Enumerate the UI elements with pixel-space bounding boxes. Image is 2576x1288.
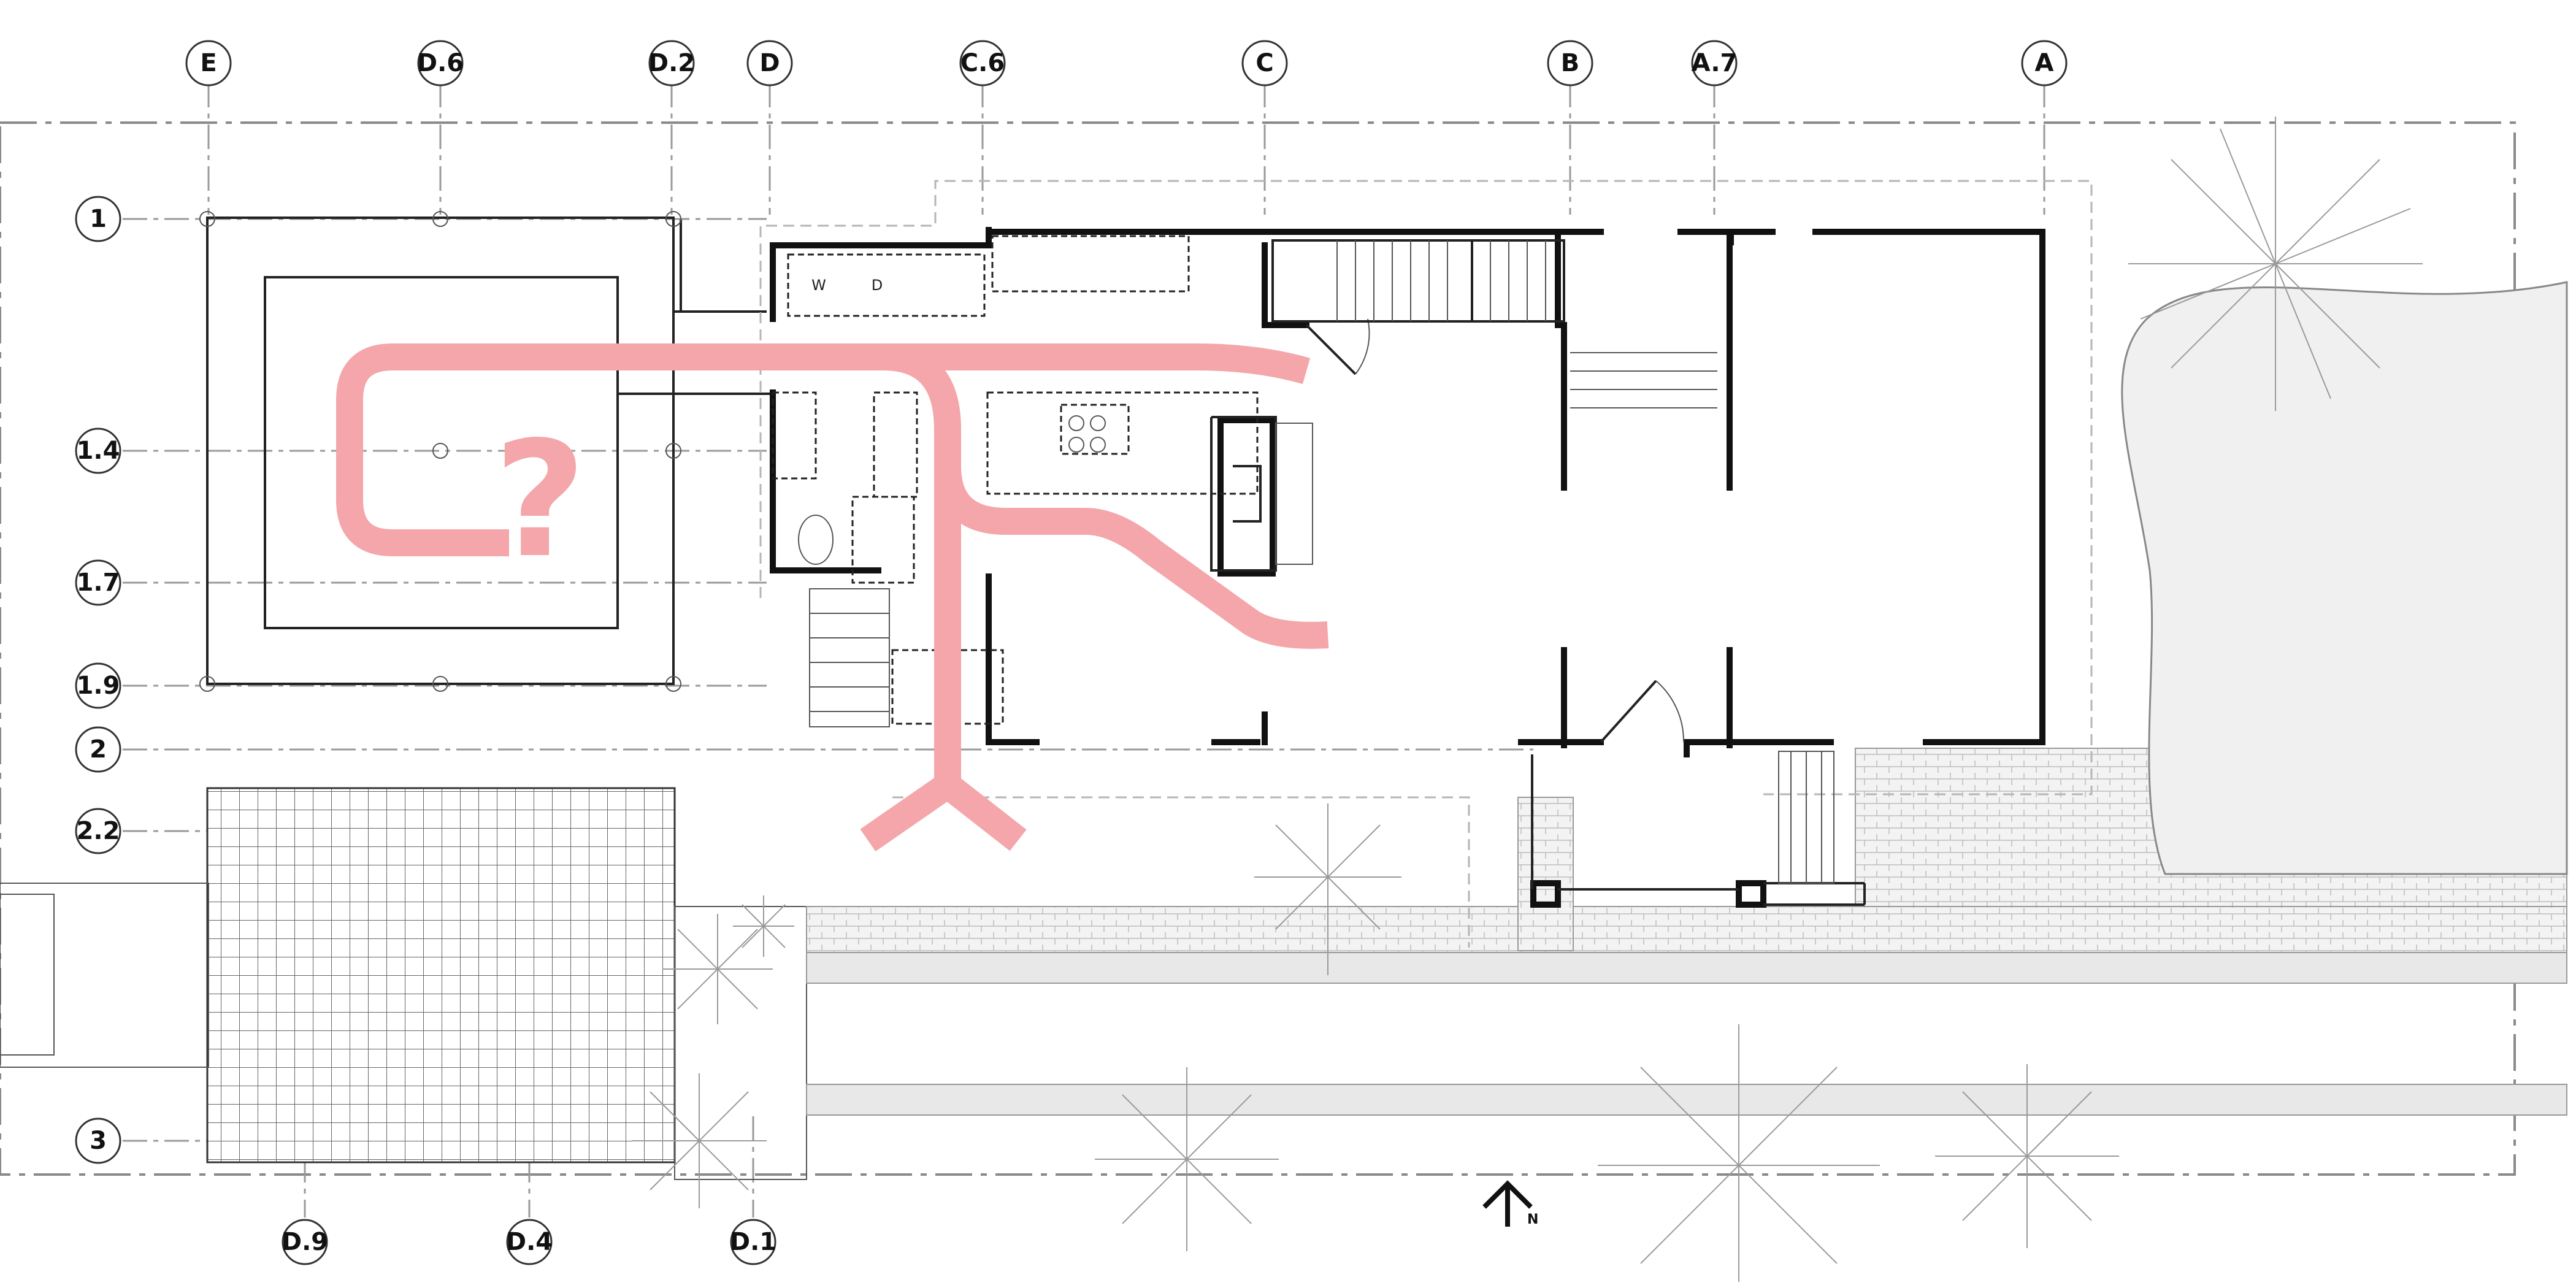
grid-bubble-D1: D.1: [730, 1219, 776, 1265]
north-label: N: [1527, 1212, 1538, 1227]
tree-icon: [733, 895, 794, 957]
tree-icon: [1254, 803, 1401, 975]
tree-icon: [632, 1073, 767, 1208]
svg-text:C.6: C.6: [960, 49, 1005, 77]
grid-bubble-2: 2: [75, 726, 121, 773]
grid-bubble-A7: A.7: [1691, 40, 1738, 86]
neighbor-structure: [0, 883, 209, 1068]
svg-text:A: A: [2035, 49, 2054, 77]
existing-outline: [759, 180, 2093, 948]
house-walls: [770, 227, 2045, 908]
svg-text:C: C: [1255, 49, 1273, 77]
svg-text:1.9: 1.9: [77, 672, 120, 700]
grid-bubble-3: 3: [75, 1117, 121, 1164]
grid-bubble-D2: D.2: [648, 40, 695, 86]
svg-text:2: 2: [90, 735, 107, 764]
kitchen-fixtures: [772, 235, 1259, 725]
column-grid-lines: [207, 83, 2045, 1217]
svg-text:1.7: 1.7: [77, 569, 120, 597]
grid-bubble-1-7: 1.7: [75, 559, 121, 606]
svg-text:D.4: D.4: [506, 1228, 553, 1256]
svg-text:E: E: [200, 49, 217, 77]
grid-bubble-D9: D.9: [282, 1219, 328, 1265]
grid-bubble-1-9: 1.9: [75, 662, 121, 709]
svg-text:D.6: D.6: [417, 49, 464, 77]
grid-bubble-C6: C.6: [959, 40, 1006, 86]
svg-text:B: B: [1561, 49, 1580, 77]
grid-bubble-1-4: 1.4: [75, 427, 121, 474]
grid-bubble-2-2: 2.2: [75, 808, 121, 854]
svg-text:D.1: D.1: [730, 1228, 776, 1256]
svg-text:A.7: A.7: [1692, 49, 1738, 77]
grid-bubble-D6: D.6: [417, 40, 464, 86]
tree-icon: [1598, 1024, 1880, 1282]
tree-icon: [1935, 1064, 2119, 1248]
grid-bubble-C: C: [1241, 40, 1288, 86]
lawn-area: [2121, 281, 2568, 875]
grid-bubble-D4: D.4: [506, 1219, 553, 1265]
fireplace: [1210, 416, 1313, 572]
grid-bubble-D: D: [746, 40, 793, 86]
tree-icon: [2128, 117, 2423, 411]
svg-text:2.2: 2.2: [77, 817, 120, 845]
tree-icon: [1095, 1067, 1279, 1251]
circulation-path: [336, 343, 1329, 852]
svg-text:3: 3: [90, 1127, 107, 1155]
grid-bubble-A: A: [2021, 40, 2068, 86]
rear-deck: [199, 211, 770, 692]
question-mark: ?: [494, 408, 586, 593]
washer-label: W: [811, 277, 826, 294]
north-arrow-icon: N: [1482, 1180, 1538, 1227]
svg-text:D: D: [759, 49, 780, 77]
grid-bubble-1: 1: [75, 196, 121, 242]
svg-text:D.2: D.2: [648, 49, 695, 77]
doors: [1305, 318, 1685, 743]
grid-bubble-B: B: [1547, 40, 1593, 86]
dryer-label: D: [872, 277, 883, 294]
stairs: [809, 239, 1834, 884]
grid-bubble-E: E: [185, 40, 232, 86]
svg-text:1: 1: [90, 205, 107, 233]
tree-icon: [662, 914, 773, 1024]
svg-text:1.4: 1.4: [77, 437, 120, 465]
patio-tiles: [206, 787, 676, 1163]
svg-text:D.9: D.9: [282, 1228, 328, 1256]
